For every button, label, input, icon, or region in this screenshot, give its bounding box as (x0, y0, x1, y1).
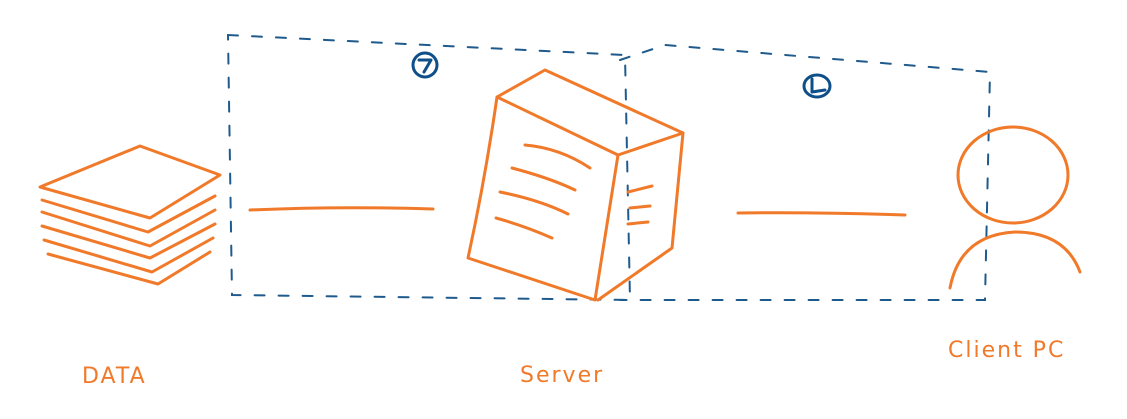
zone-1-marker-icon (411, 51, 439, 79)
connection-line-data-server (248, 206, 435, 212)
client-pc-label: Client PC (948, 338, 1065, 363)
connection-line-server-client (736, 211, 907, 217)
zone-boundary-2 (619, 43, 992, 301)
server-icon (466, 68, 685, 302)
server-label: Server (520, 363, 604, 388)
document-stack-icon (38, 144, 222, 286)
data-label: DATA (82, 364, 147, 389)
zone-2-marker-icon (802, 73, 832, 99)
user-icon (948, 125, 1082, 290)
zone-boundary-1 (226, 33, 632, 302)
